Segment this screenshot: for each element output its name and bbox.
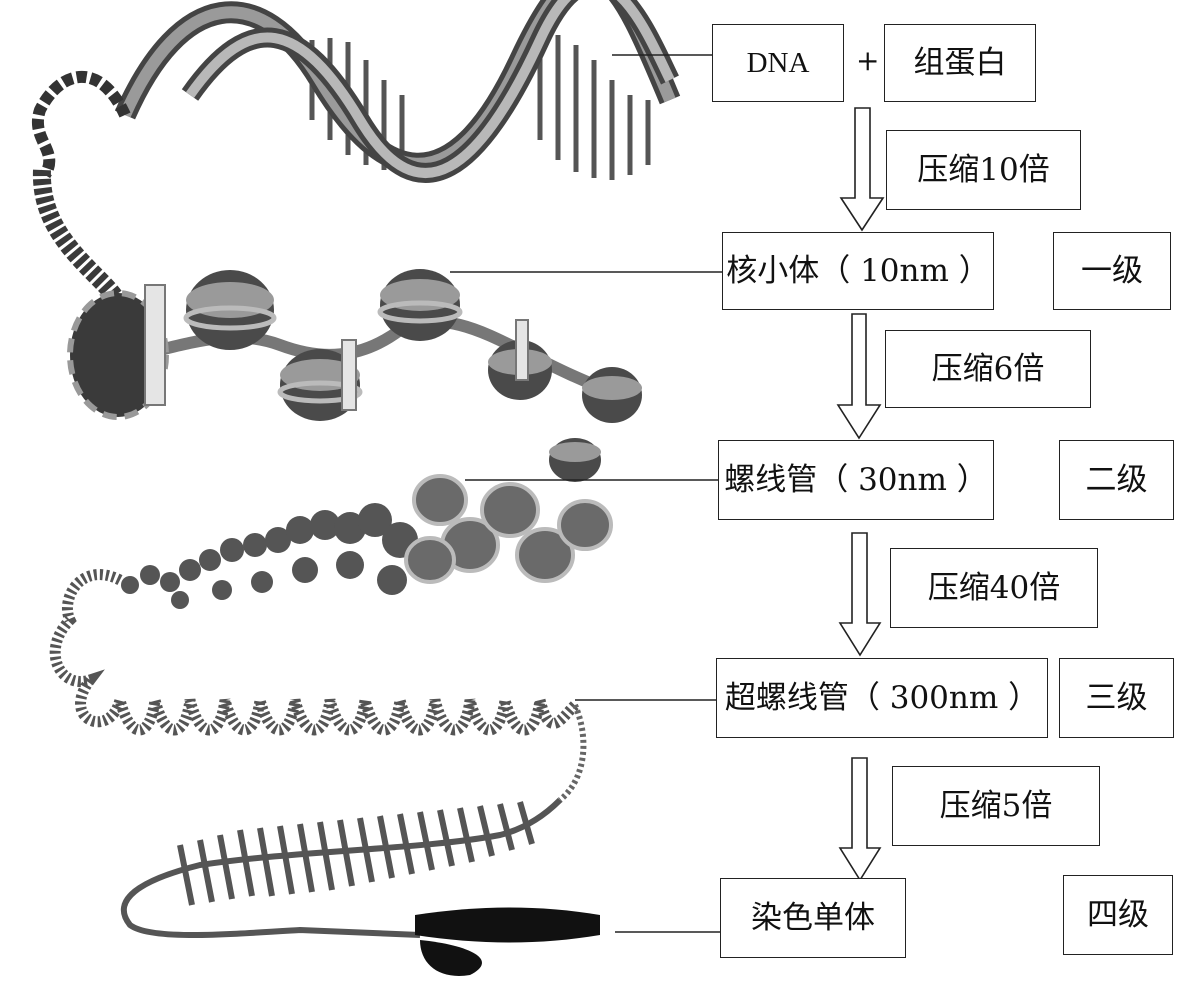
plus-sign: + xyxy=(856,44,880,77)
compression-label-4: 压缩5倍 xyxy=(892,766,1100,846)
leader-lines xyxy=(450,54,722,933)
dna-double-helix xyxy=(32,0,681,183)
down-arrows xyxy=(836,107,885,882)
chromosome xyxy=(415,907,600,976)
down-arrow-4 xyxy=(838,757,882,882)
level-4-box: 四级 xyxy=(1063,875,1173,955)
nucleosome-box: 核小体（ 10nm ） xyxy=(722,232,994,310)
nucleosome-beads xyxy=(67,269,642,482)
compression-label-1: 压缩10倍 xyxy=(886,130,1081,210)
level-1-box: 一级 xyxy=(1053,232,1171,310)
solenoid-box: 螺线管（ 30nm ） xyxy=(718,440,994,520)
down-arrow-3 xyxy=(838,532,882,657)
down-arrow-1 xyxy=(839,107,885,232)
compression-label-2: 压缩6倍 xyxy=(885,330,1091,408)
super-solenoid-fiber xyxy=(49,569,587,803)
compression-label-3: 压缩40倍 xyxy=(890,548,1098,628)
level-3-box: 三级 xyxy=(1059,658,1174,738)
level-2-box: 二级 xyxy=(1059,440,1174,520)
super-solenoid-box: 超螺线管（ 300nm ） xyxy=(716,658,1048,738)
dna-box: DNA xyxy=(712,24,844,102)
histone-box: 组蛋白 xyxy=(884,24,1036,102)
solenoid-fiber xyxy=(121,474,613,609)
chromatid-coil xyxy=(121,797,563,938)
chromatid-box: 染色单体 xyxy=(720,878,906,958)
down-arrow-2 xyxy=(836,313,882,440)
